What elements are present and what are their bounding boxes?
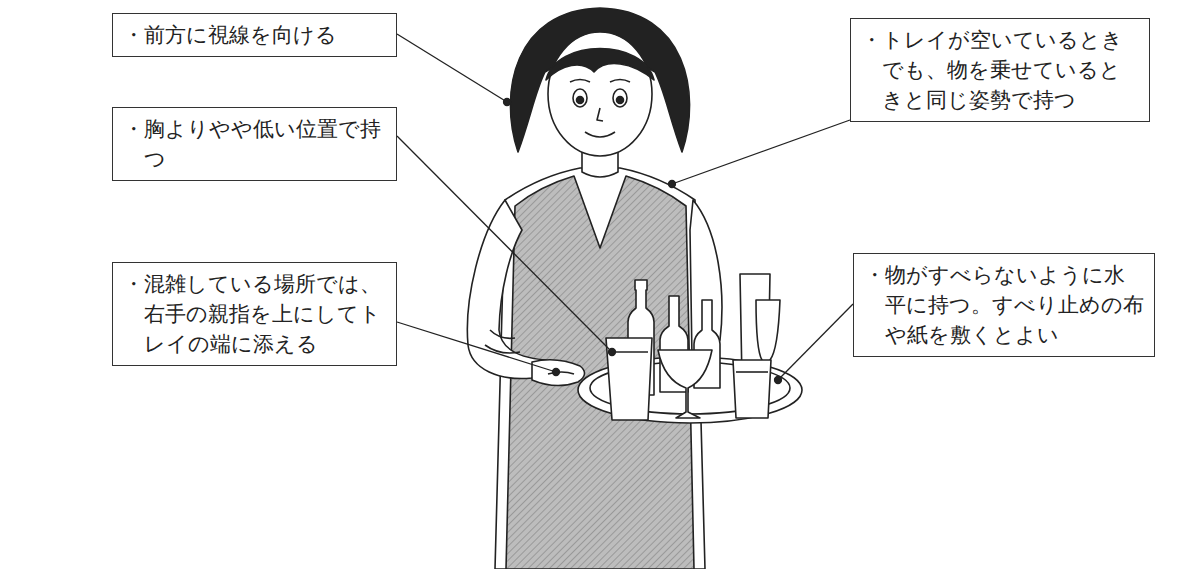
callout-text: ・トレイが空いているときでも、物を乗せているときと同じ姿勢で持つ	[882, 25, 1139, 115]
figure-drawing	[467, 8, 802, 569]
callout-text: ・胸よりやや低い位置で持つ	[144, 114, 386, 174]
leader-lines	[397, 34, 853, 384]
callout-box: ・物がすべらないように水平に持つ。すべり止めの布や紙を敷くとよい	[853, 253, 1155, 357]
callout-text: ・混雑している場所では、右手の親指を上にしてトレイの端に添える	[144, 269, 386, 359]
callout-text: ・前方に視線を向ける	[144, 20, 386, 50]
callout-box: ・前方に視線を向ける	[112, 13, 397, 57]
callout-text: ・物がすべらないように水平に持つ。すべり止めの布や紙を敷くとよい	[885, 260, 1144, 350]
callout-box: ・トレイが空いているときでも、物を乗せているときと同じ姿勢で持つ	[850, 18, 1150, 122]
callout-box: ・混雑している場所では、右手の親指を上にしてトレイの端に添える	[112, 262, 397, 366]
callout-box: ・胸よりやや低い位置で持つ	[112, 107, 397, 181]
